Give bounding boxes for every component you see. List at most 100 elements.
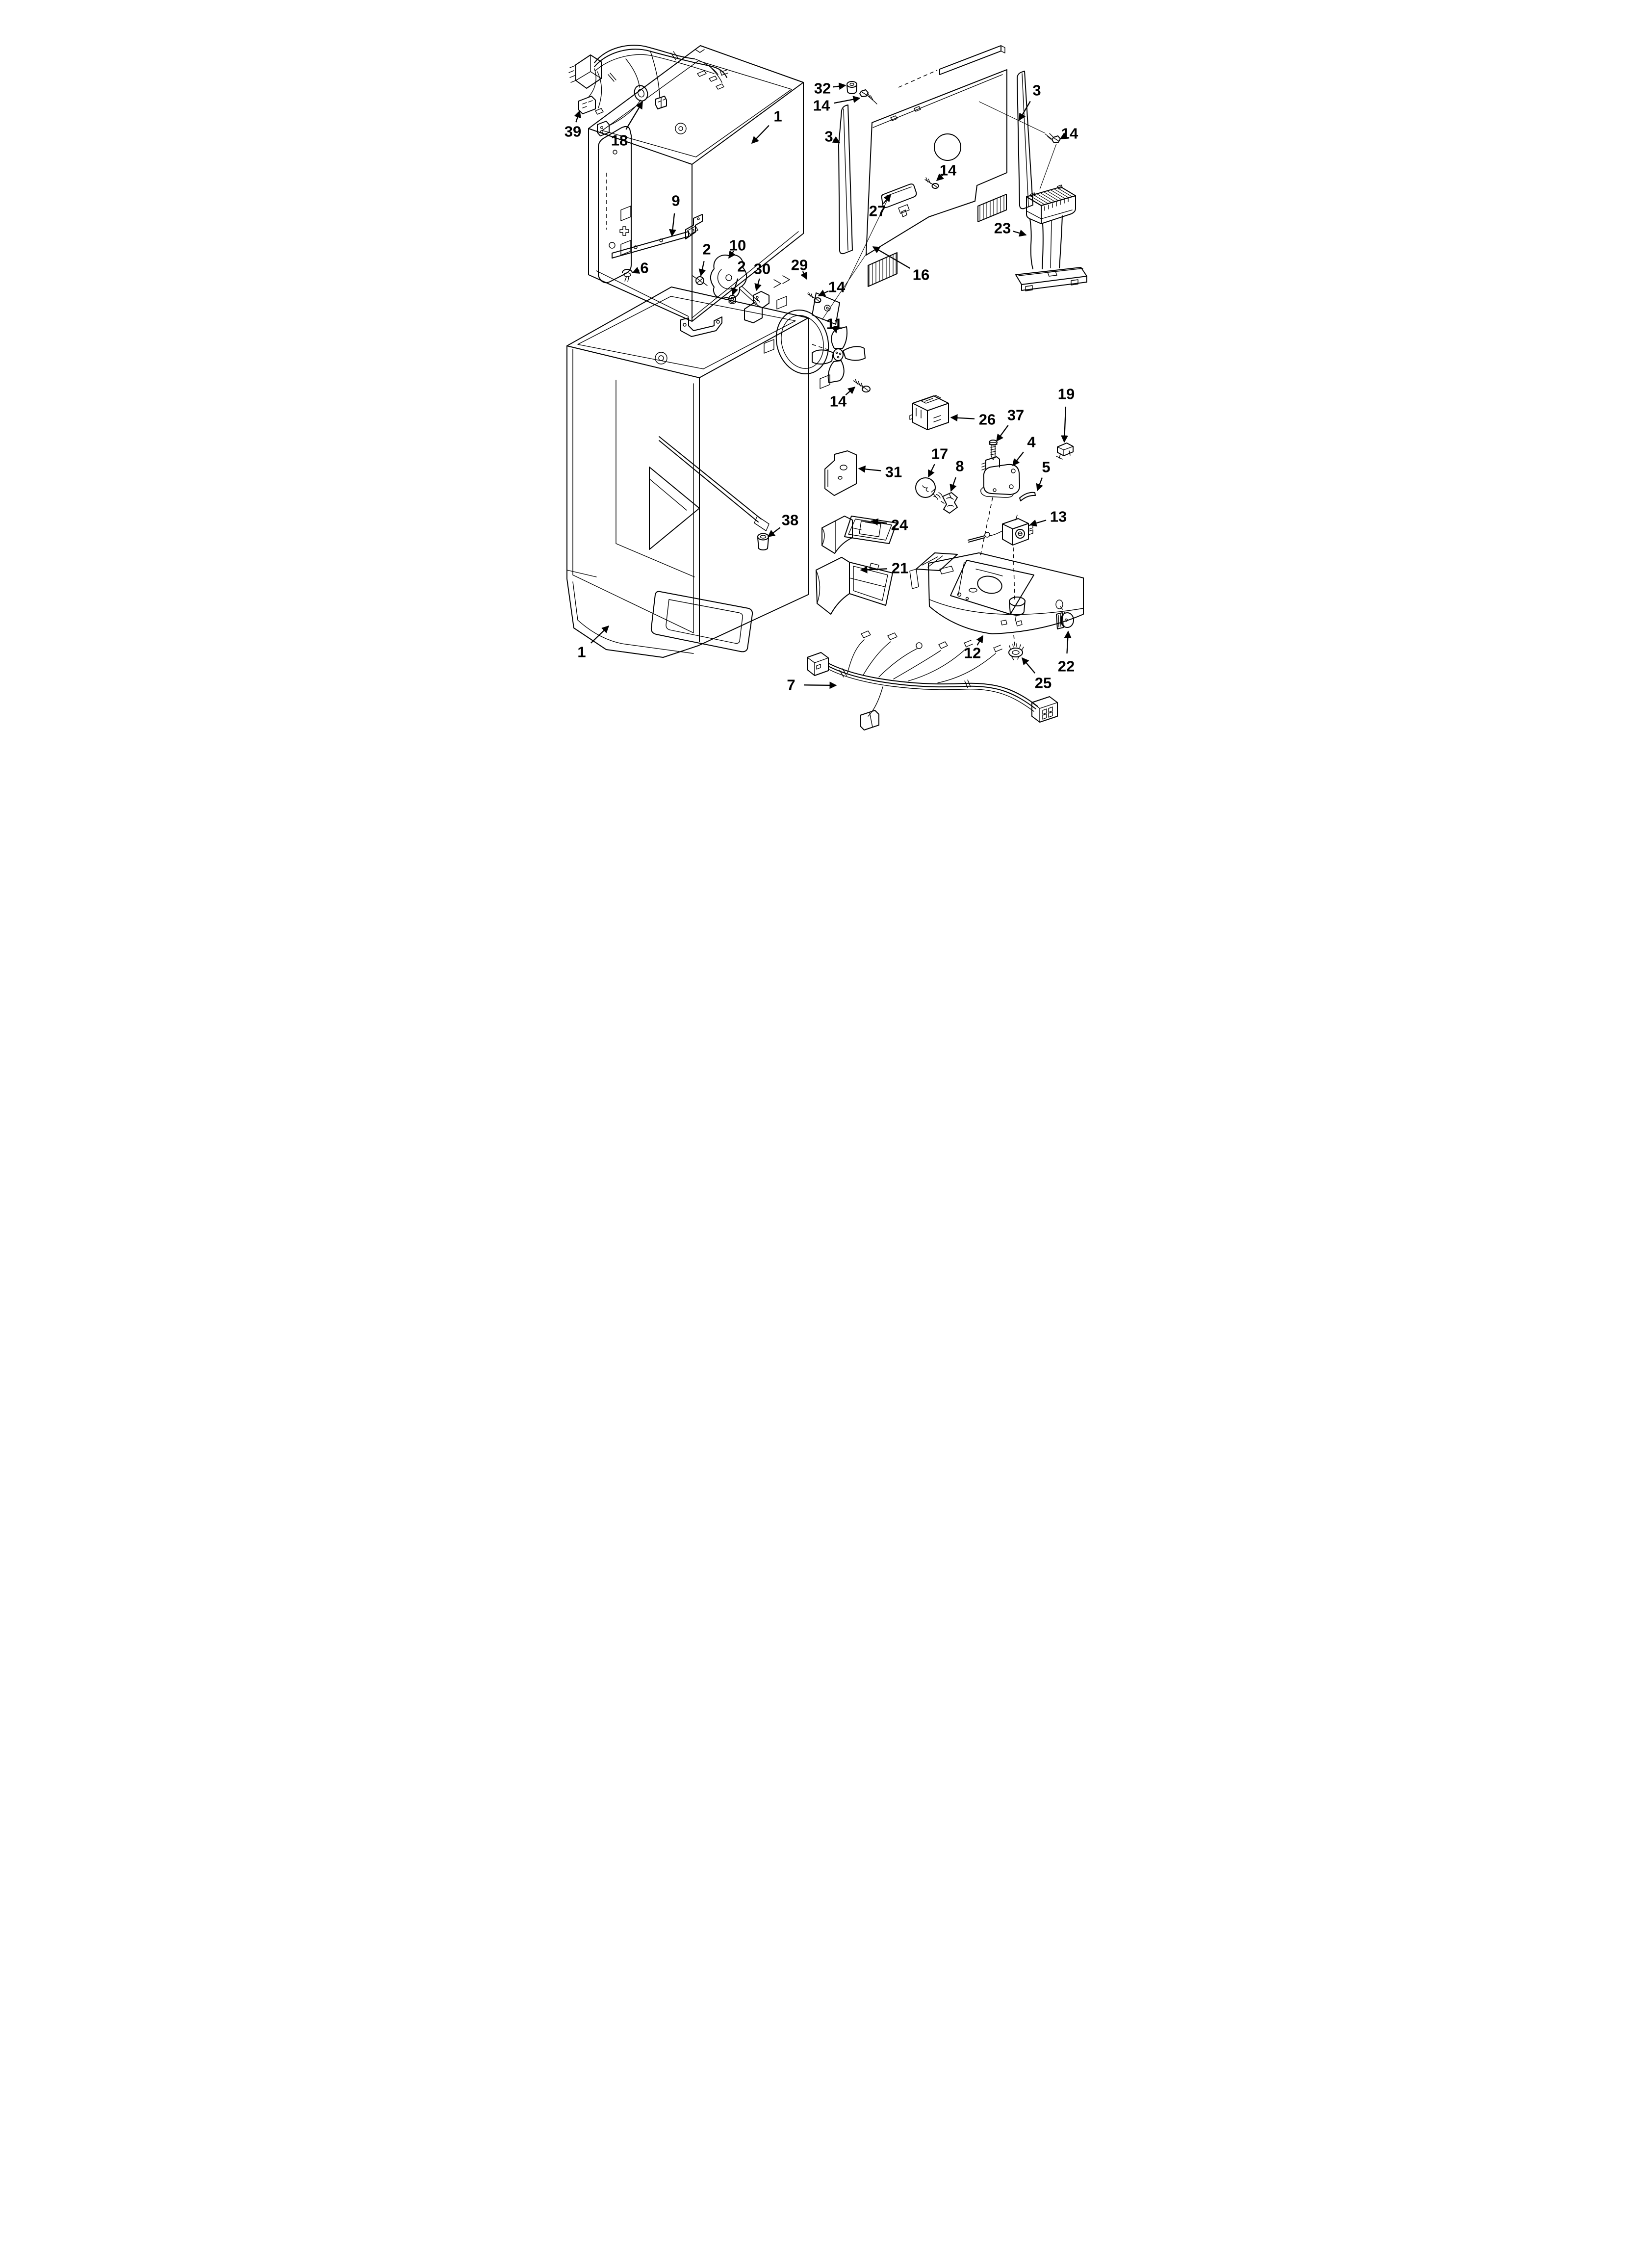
screw-14-right xyxy=(1045,133,1061,143)
leader-arrow xyxy=(936,173,944,182)
part-number-label: 14 xyxy=(1061,125,1078,142)
part-number-label: 18 xyxy=(611,132,628,149)
leader-arrow xyxy=(845,387,856,395)
callout-c21: 21 xyxy=(860,560,908,577)
callout-c31: 31 xyxy=(858,464,902,481)
part-number-label: 13 xyxy=(1050,508,1067,525)
part-number-label: 2 xyxy=(737,258,745,275)
leader-arrow xyxy=(767,527,781,537)
liner-upper xyxy=(588,45,804,322)
callout-c9: 9 xyxy=(669,192,680,237)
screw-37 xyxy=(989,440,998,460)
leader-arrow xyxy=(669,213,676,237)
air-diffuser-23 xyxy=(1015,184,1087,291)
part-number-label: 38 xyxy=(782,512,798,529)
leader-arrow xyxy=(976,635,983,646)
tube-5 xyxy=(1019,492,1036,501)
part-number-label: 29 xyxy=(791,257,808,274)
leader-arrow xyxy=(1059,132,1068,139)
support-bracket-9 xyxy=(612,214,703,259)
leader-arrow xyxy=(1019,101,1031,121)
trim-3-left xyxy=(838,104,853,255)
callout-c10: 10 xyxy=(728,237,746,259)
part-number-label: 3 xyxy=(1032,82,1041,99)
evaporator-cover-16 xyxy=(838,45,1061,287)
callout-c26: 26 xyxy=(950,411,996,428)
callout-c14-e: 14 xyxy=(830,387,856,410)
screw-14-mid xyxy=(924,177,939,189)
assembly-dashes xyxy=(979,497,1066,646)
leader-arrow xyxy=(698,261,706,277)
leader-arrow xyxy=(625,101,643,130)
control-console-12 xyxy=(909,552,1084,634)
part-number-label: 9 xyxy=(671,192,680,209)
part-number-label: 27 xyxy=(869,203,886,220)
callout-c22: 22 xyxy=(1058,630,1075,675)
screw-14-top xyxy=(859,89,877,104)
wing-screw-2 xyxy=(695,276,704,285)
screw-grommet-32 xyxy=(847,81,857,88)
callout-c39: 39 xyxy=(564,110,581,140)
leader-arrow xyxy=(872,246,911,269)
callout-c14-d: 14 xyxy=(818,279,846,297)
leader-arrow xyxy=(800,271,808,280)
parts-diagram-svg: 3918132143314271416239210230291461114263… xyxy=(547,0,1095,756)
lamp-socket-25 xyxy=(1008,643,1024,660)
part-number-label: 7 xyxy=(787,677,795,694)
vent-27 xyxy=(881,183,917,208)
alignment-lines xyxy=(821,196,890,320)
leader-arrow xyxy=(632,266,641,274)
callout-c3-left: 3 xyxy=(824,128,841,145)
thermostat-13 xyxy=(968,515,1033,546)
callout-c32: 32 xyxy=(814,80,847,97)
leader-arrow xyxy=(833,82,847,90)
liner-rail xyxy=(659,436,762,522)
callout-c1-top: 1 xyxy=(751,108,782,144)
leader-arrow xyxy=(832,136,841,143)
chevron-marks xyxy=(773,275,790,288)
leader-arrow xyxy=(590,625,610,644)
part-number-label: 22 xyxy=(1058,658,1075,675)
leader-arrow xyxy=(927,464,935,478)
leader-arrow xyxy=(1022,657,1036,674)
callout-c19: 19 xyxy=(1058,386,1075,443)
part-number-label: 37 xyxy=(1007,407,1024,424)
leader-arrow xyxy=(574,110,581,123)
part-number-label: 1 xyxy=(773,108,782,125)
control-housing-26 xyxy=(909,395,949,430)
trim-3-right xyxy=(1017,71,1033,209)
liner-floor-pan xyxy=(650,591,753,652)
callout-c6: 6 xyxy=(632,260,649,277)
part-number-label: 30 xyxy=(754,261,770,278)
leader-arrow xyxy=(1064,630,1072,654)
part-number-label: 12 xyxy=(964,645,981,662)
control-knob-22 xyxy=(1056,612,1074,629)
leader-arrow xyxy=(1061,406,1069,443)
callout-c25: 25 xyxy=(1022,657,1052,692)
screw-14-fan xyxy=(853,379,871,392)
part-number-label: 17 xyxy=(931,445,948,463)
liner-lower xyxy=(566,287,809,658)
callout-c24: 24 xyxy=(871,517,908,534)
callout-c2-b: 2 xyxy=(731,258,746,296)
part-number-label: 14 xyxy=(940,162,957,179)
callout-c5: 5 xyxy=(1036,459,1051,492)
lower-wire-harness-7 xyxy=(807,630,1058,730)
part-number-label: 25 xyxy=(1035,675,1052,692)
callout-c14-c: 14 xyxy=(936,162,957,182)
damper-control-4 xyxy=(980,456,1020,498)
clip-19 xyxy=(1056,443,1074,460)
callout-c3-right: 3 xyxy=(1019,82,1041,121)
leader-arrow xyxy=(751,125,770,144)
screw-14-shroud xyxy=(807,292,821,303)
bulb-clip-8 xyxy=(942,492,958,514)
callout-c18: 18 xyxy=(611,101,643,149)
part-number-label: 14 xyxy=(828,279,846,296)
part-number-label: 4 xyxy=(1027,434,1036,451)
callout-c7: 7 xyxy=(787,677,837,694)
callout-c23: 23 xyxy=(994,220,1027,237)
drawing-layer xyxy=(566,45,1087,730)
part-number-label: 6 xyxy=(640,260,648,277)
leader-arrow xyxy=(871,518,887,526)
